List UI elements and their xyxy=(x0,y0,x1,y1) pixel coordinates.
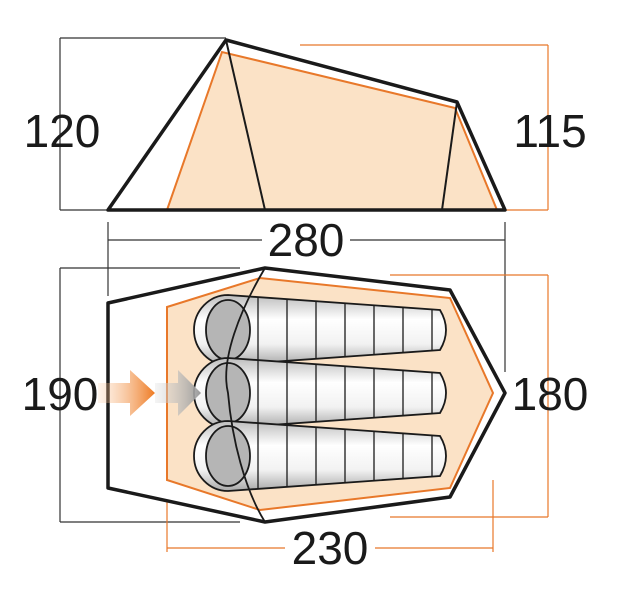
dimension-180: 180 xyxy=(512,368,589,420)
sleeping-bag-icon xyxy=(193,294,447,366)
dimension-120: 120 xyxy=(24,105,101,157)
dimension-190: 190 xyxy=(22,368,99,420)
dimension-230: 230 xyxy=(292,522,369,574)
tent-floor-view xyxy=(106,266,507,524)
dimension-115: 115 xyxy=(513,105,586,157)
sleeping-bags xyxy=(193,294,447,492)
tent-side-view xyxy=(106,38,507,212)
sleeping-bag-icon xyxy=(193,420,447,492)
orange-dimension-lines xyxy=(166,44,549,552)
dimension-280: 280 xyxy=(268,214,345,266)
dimension-lines xyxy=(59,37,506,523)
entry-arrow-orange-icon xyxy=(98,370,155,416)
sleeping-bag-icon xyxy=(193,357,447,429)
entry-arrow-gray-icon xyxy=(155,370,201,416)
